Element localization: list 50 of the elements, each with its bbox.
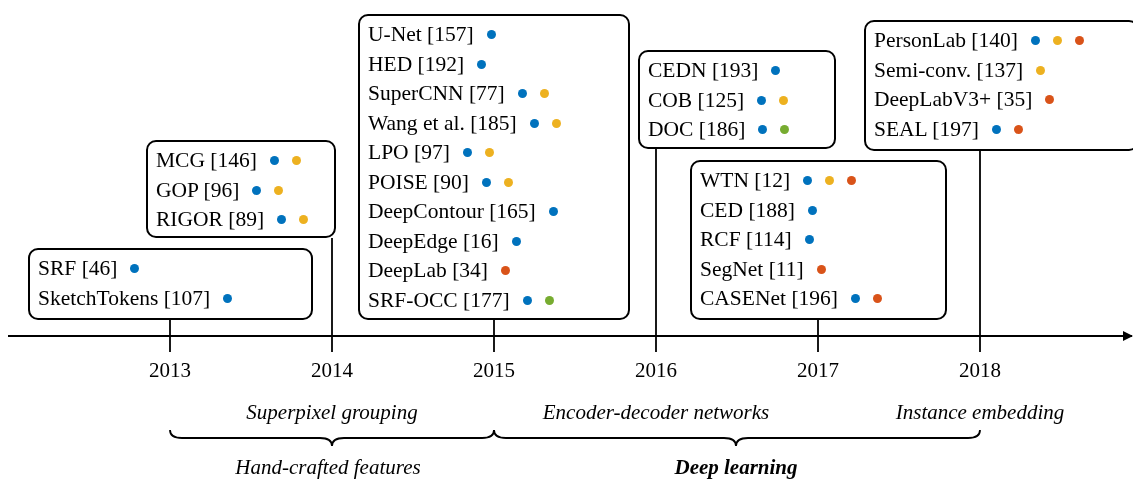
method-label: SEAL [197] — [874, 115, 979, 143]
year-label: 2015 — [473, 358, 515, 383]
method-label: DeepLab [34] — [368, 257, 488, 284]
method-box — [864, 20, 1133, 151]
method-label: WTN [12] — [700, 167, 791, 194]
period-label: Deep learning — [674, 455, 798, 480]
method-label: HED [192] — [368, 50, 465, 78]
method-label: U-Net [157] — [368, 21, 474, 48]
method-label: SRF-OCC [177] — [368, 286, 510, 314]
connector-line — [979, 150, 981, 353]
connector-line — [817, 319, 819, 353]
method-label: GOP [96] — [156, 176, 240, 204]
method-box — [146, 140, 336, 238]
method-label: Semi-conv. [137] — [874, 56, 1024, 84]
year-label: 2016 — [635, 358, 677, 383]
period-label: Hand-crafted features — [235, 455, 421, 480]
method-label: CED [188] — [700, 196, 795, 224]
method-label: LPO [97] — [368, 139, 450, 166]
method-label: RIGOR [89] — [156, 206, 265, 233]
era-label: Superpixel grouping — [246, 400, 418, 425]
connector-line — [655, 148, 657, 353]
connector-line — [493, 319, 495, 353]
method-label: DeepEdge [16] — [368, 227, 499, 255]
method-label: Wang et al. [185] — [368, 109, 517, 137]
era-label: Encoder-decoder networks — [542, 400, 770, 425]
year-label: 2017 — [797, 358, 839, 383]
method-label: CASENet [196] — [700, 285, 838, 312]
method-label: SuperCNN [77] — [368, 80, 505, 107]
era-label: Instance embedding — [895, 400, 1065, 425]
connector-line — [169, 319, 171, 353]
method-label: COB [125] — [648, 86, 745, 114]
method-label: POISE [90] — [368, 168, 469, 196]
year-label: 2018 — [959, 358, 1001, 383]
connector-line — [331, 237, 333, 353]
method-box — [358, 14, 630, 320]
method-label: SRF [46] — [38, 255, 118, 282]
method-label: SketchTokens [107] — [38, 284, 211, 312]
year-label: 2014 — [311, 358, 353, 383]
method-label: CEDN [193] — [648, 57, 759, 84]
method-box — [28, 248, 313, 320]
method-label: RCF [114] — [700, 226, 792, 253]
method-label: PersonLab [140] — [874, 27, 1018, 54]
method-label: SegNet [11] — [700, 255, 804, 283]
method-label: DOC [186] — [648, 116, 746, 143]
method-box — [638, 50, 836, 149]
method-label: DeepLabV3+ [35] — [874, 86, 1033, 113]
method-box — [690, 160, 947, 320]
year-label: 2013 — [149, 358, 191, 383]
method-label: MCG [146] — [156, 147, 257, 174]
method-label: DeepContour [165] — [368, 198, 536, 225]
